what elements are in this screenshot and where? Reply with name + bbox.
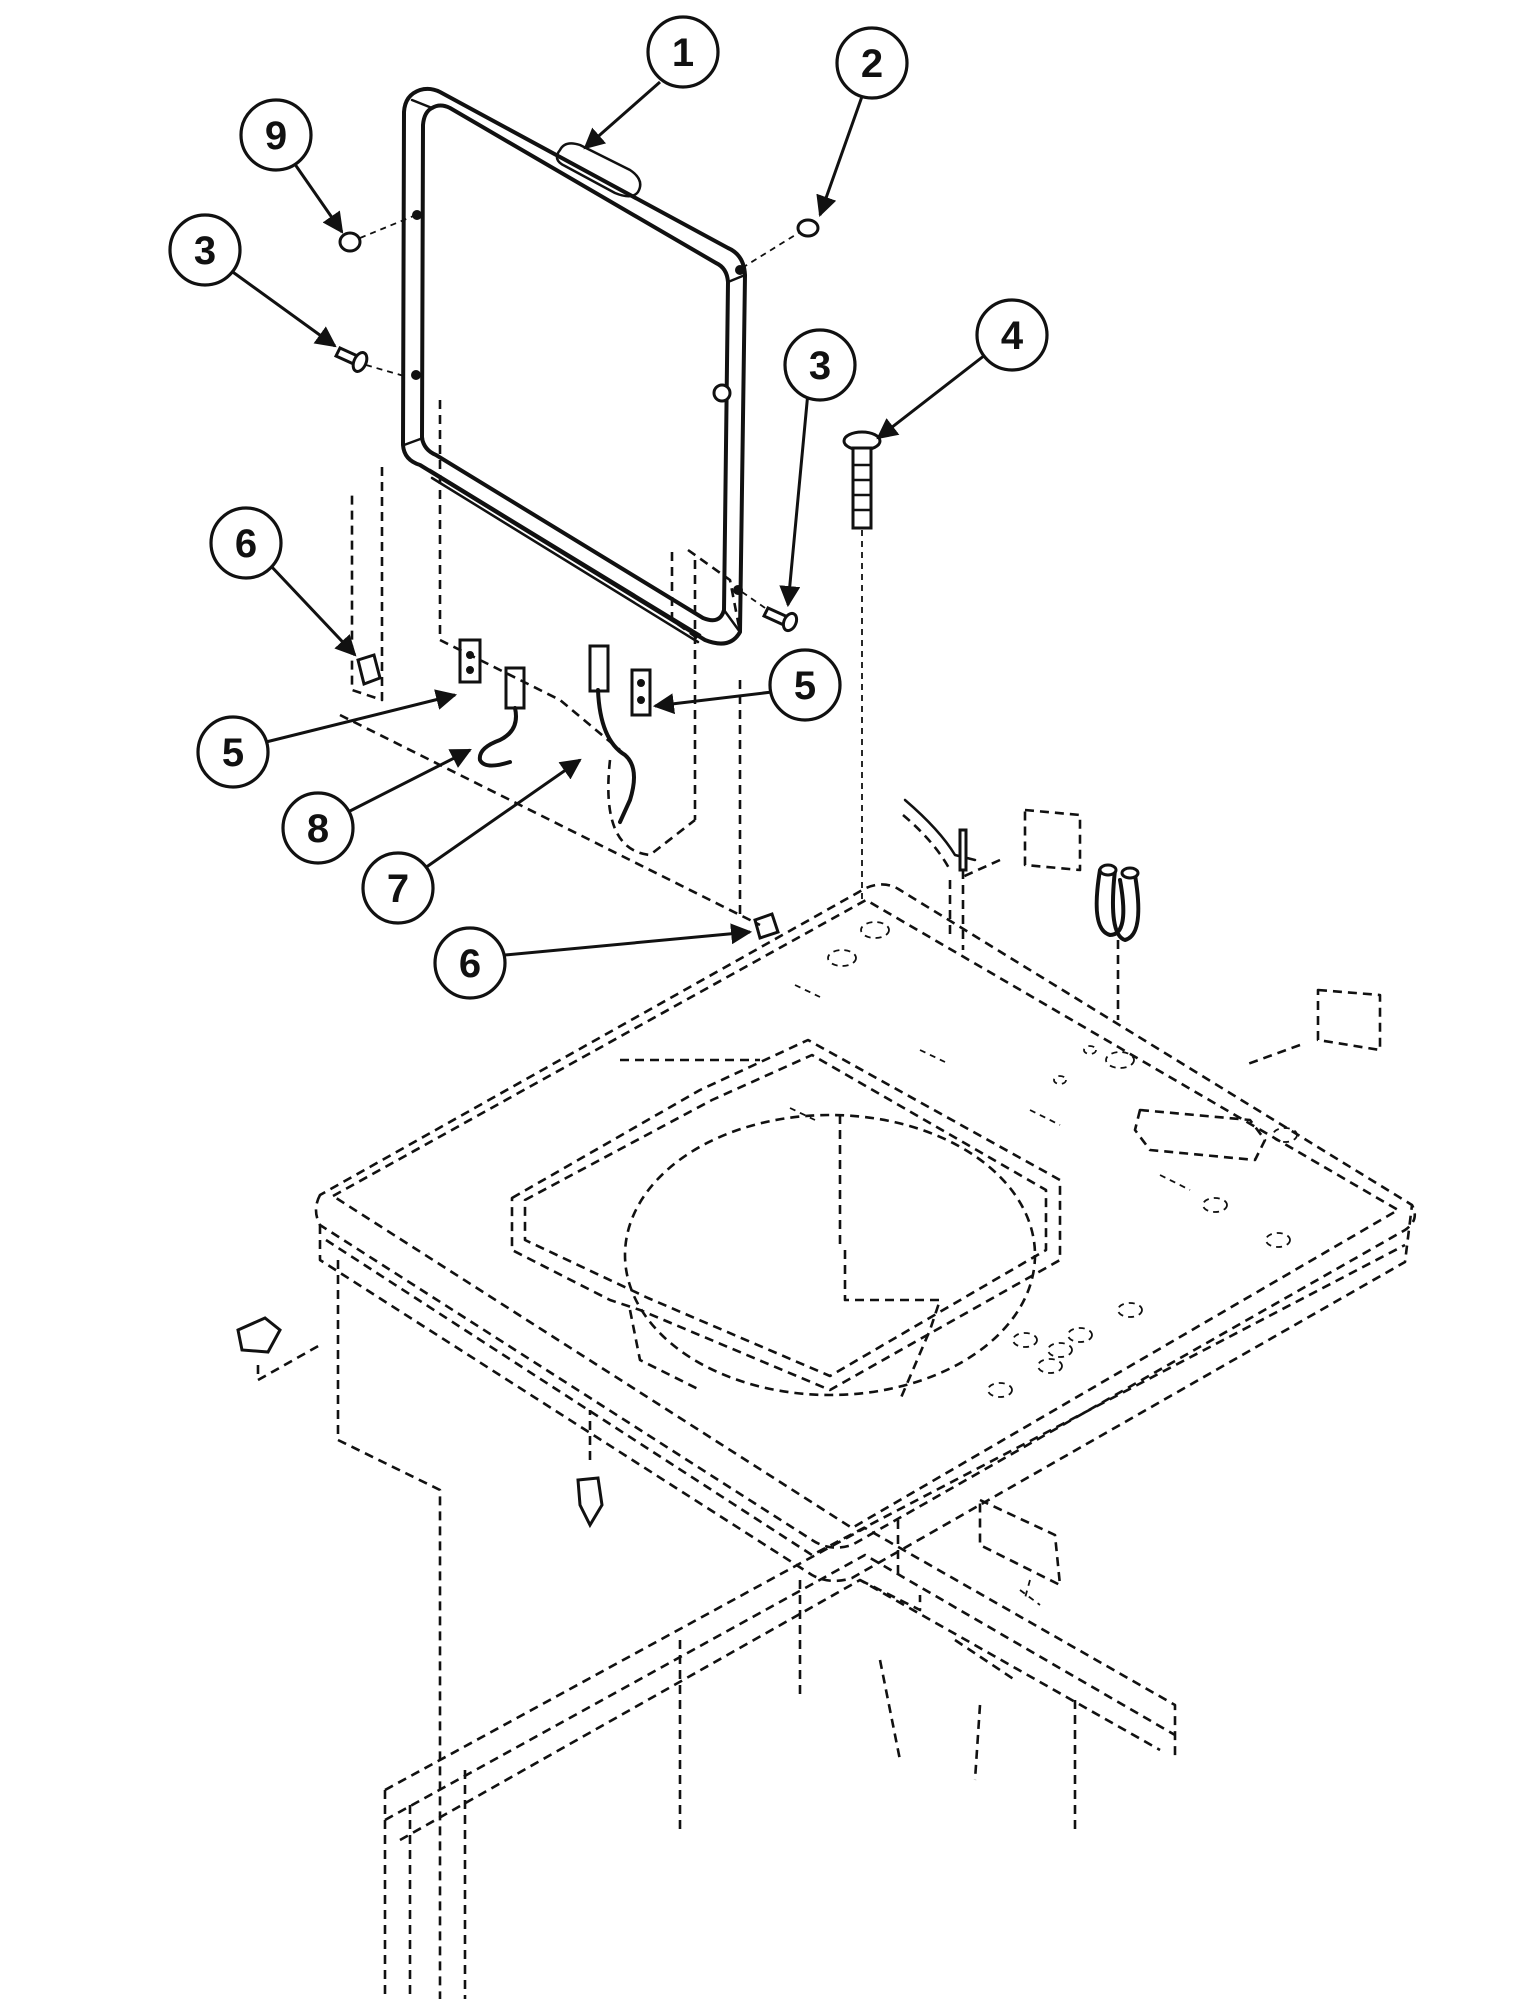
wire-harness [902,798,1382,1067]
svg-text:9: 9 [265,114,287,158]
callout-9: 9 [239,98,344,234]
svg-text:7: 7 [387,867,409,911]
plug-button-2 [741,218,820,269]
callout-2: 2 [816,26,909,217]
callout-5-left: 5 [196,689,458,789]
bolt-4 [842,430,882,900]
hinge-rod-7 [588,644,636,824]
svg-text:8: 8 [307,807,329,851]
cabinet-body [336,1260,1177,1999]
clip-left [236,1316,321,1382]
svg-text:1: 1 [672,31,694,75]
cabinet-top [314,883,1417,1583]
callout-3-right: 3 [779,328,857,608]
svg-text:5: 5 [222,731,244,775]
clip-6-lower [753,912,780,940]
svg-text:4: 4 [1001,314,1024,358]
clip-6-upper [356,653,382,686]
callout-6-lower: 6 [433,923,753,1000]
screw-3-left [333,346,405,377]
svg-text:2: 2 [861,42,883,86]
hinge-bracket-5-right [630,668,652,717]
callout-3-left: 3 [168,213,337,348]
plug-button-9 [338,214,417,253]
callout-5-right: 5 [652,648,842,722]
hinge-rod-8 [477,666,526,768]
svg-text:3: 3 [194,229,216,273]
svg-text:6: 6 [459,942,481,986]
callout-4: 4 [876,298,1049,440]
clip-bottom [576,1410,604,1529]
svg-text:5: 5 [794,664,816,708]
hinge-bracket-5-left [458,638,482,684]
screw-3-right [741,591,799,633]
alignment-lines [339,400,761,927]
callout-6-upper: 6 [209,506,357,657]
lid-frame [401,86,747,646]
svg-text:3: 3 [809,344,831,388]
callout-8: 8 [281,748,472,865]
callout-7: 7 [361,758,582,925]
callout-1: 1 [583,15,720,150]
svg-text:6: 6 [235,522,257,566]
